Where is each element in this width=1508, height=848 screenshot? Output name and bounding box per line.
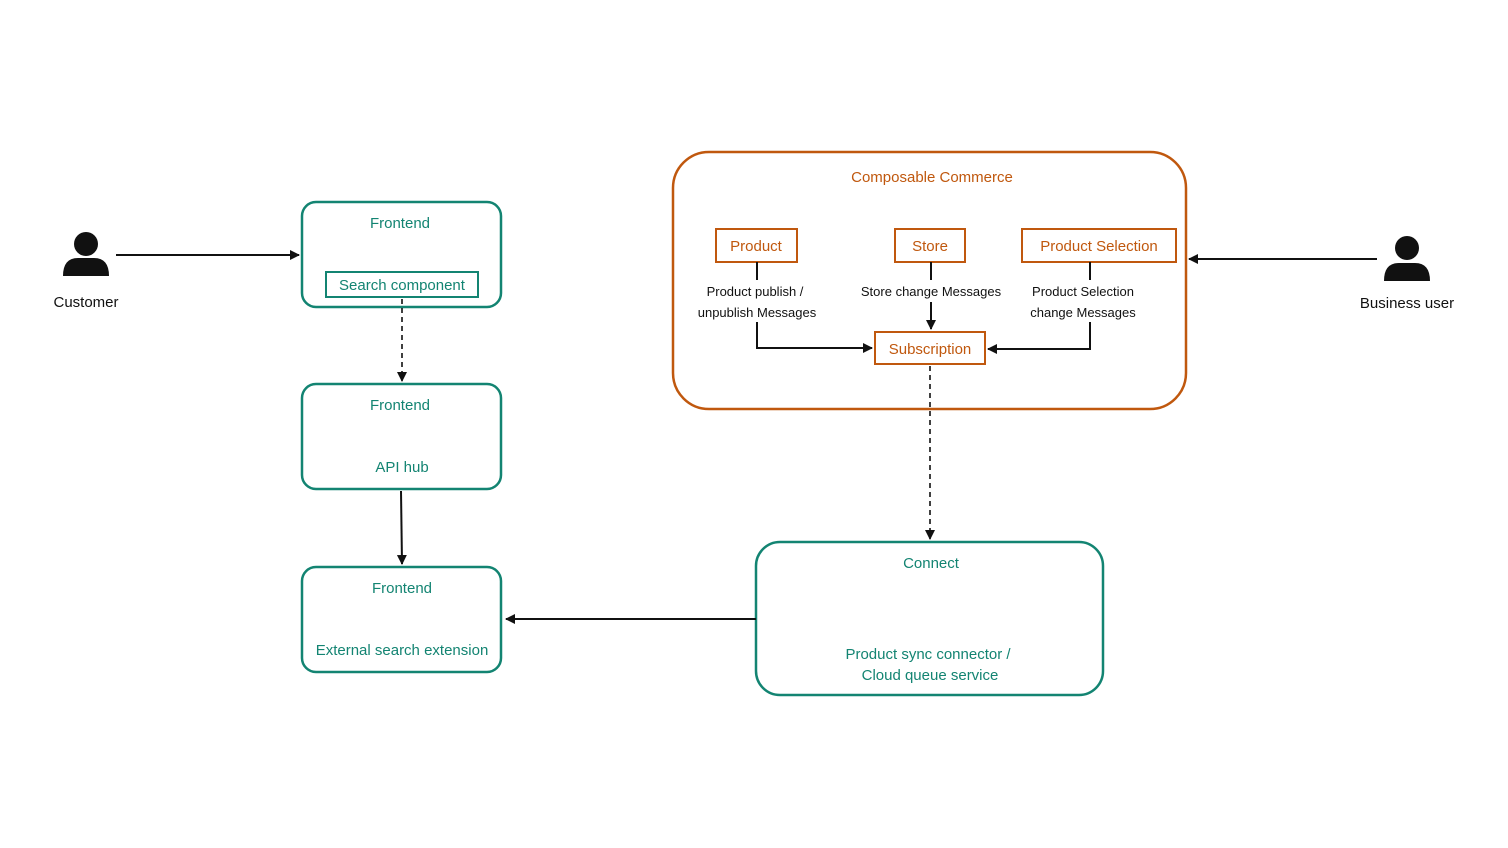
- external-search-label: External search extension: [316, 642, 489, 659]
- connect-subtitle-2: Cloud queue service: [862, 667, 999, 684]
- frontend-api-node: Frontend API hub: [300, 382, 503, 491]
- connect-subtitle-1: Product sync connector /: [845, 646, 1011, 663]
- user-icon: [1384, 236, 1430, 281]
- frontend-ext-title: Frontend: [372, 580, 432, 597]
- product-msg-label-2: unpublish Messages: [698, 305, 817, 320]
- user-icon: [63, 232, 109, 276]
- store-label: Store: [912, 238, 948, 255]
- product-to-subscription-edge: [756, 322, 873, 353]
- business-user-label: Business user: [1360, 295, 1454, 312]
- frontend-search-title: Frontend: [370, 215, 430, 232]
- customer-label: Customer: [53, 294, 118, 311]
- product-selection-label: Product Selection: [1040, 238, 1158, 255]
- product-label: Product: [730, 238, 783, 255]
- composable-commerce-title: Composable Commerce: [851, 169, 1013, 186]
- frontend-search-node: Frontend Search component: [300, 200, 503, 309]
- product-msg-label-1: Product publish /: [707, 284, 804, 299]
- api-hub-to-extension-edge: [396, 490, 407, 565]
- composable-commerce-node: Composable Commerce Product Store Produc…: [671, 150, 1188, 411]
- customer-actor: Customer: [53, 232, 119, 311]
- selection-msg-label-1: Product Selection: [1032, 284, 1134, 299]
- frontend-ext-node: Frontend External search extension: [300, 565, 503, 674]
- selection-msg-label-2: change Messages: [1030, 305, 1136, 320]
- connect-node: Connect Product sync connector / Cloud q…: [754, 540, 1105, 697]
- store-msg-label: Store change Messages: [861, 284, 1002, 299]
- connect-title: Connect: [903, 555, 960, 572]
- search-component-label: Search component: [339, 277, 466, 294]
- selection-to-subscription-edge: [987, 322, 1091, 354]
- api-hub-label: API hub: [375, 459, 428, 476]
- subscription-label: Subscription: [889, 341, 972, 358]
- business-user-actor: Business user: [1360, 236, 1454, 312]
- frontend-api-title: Frontend: [370, 397, 430, 414]
